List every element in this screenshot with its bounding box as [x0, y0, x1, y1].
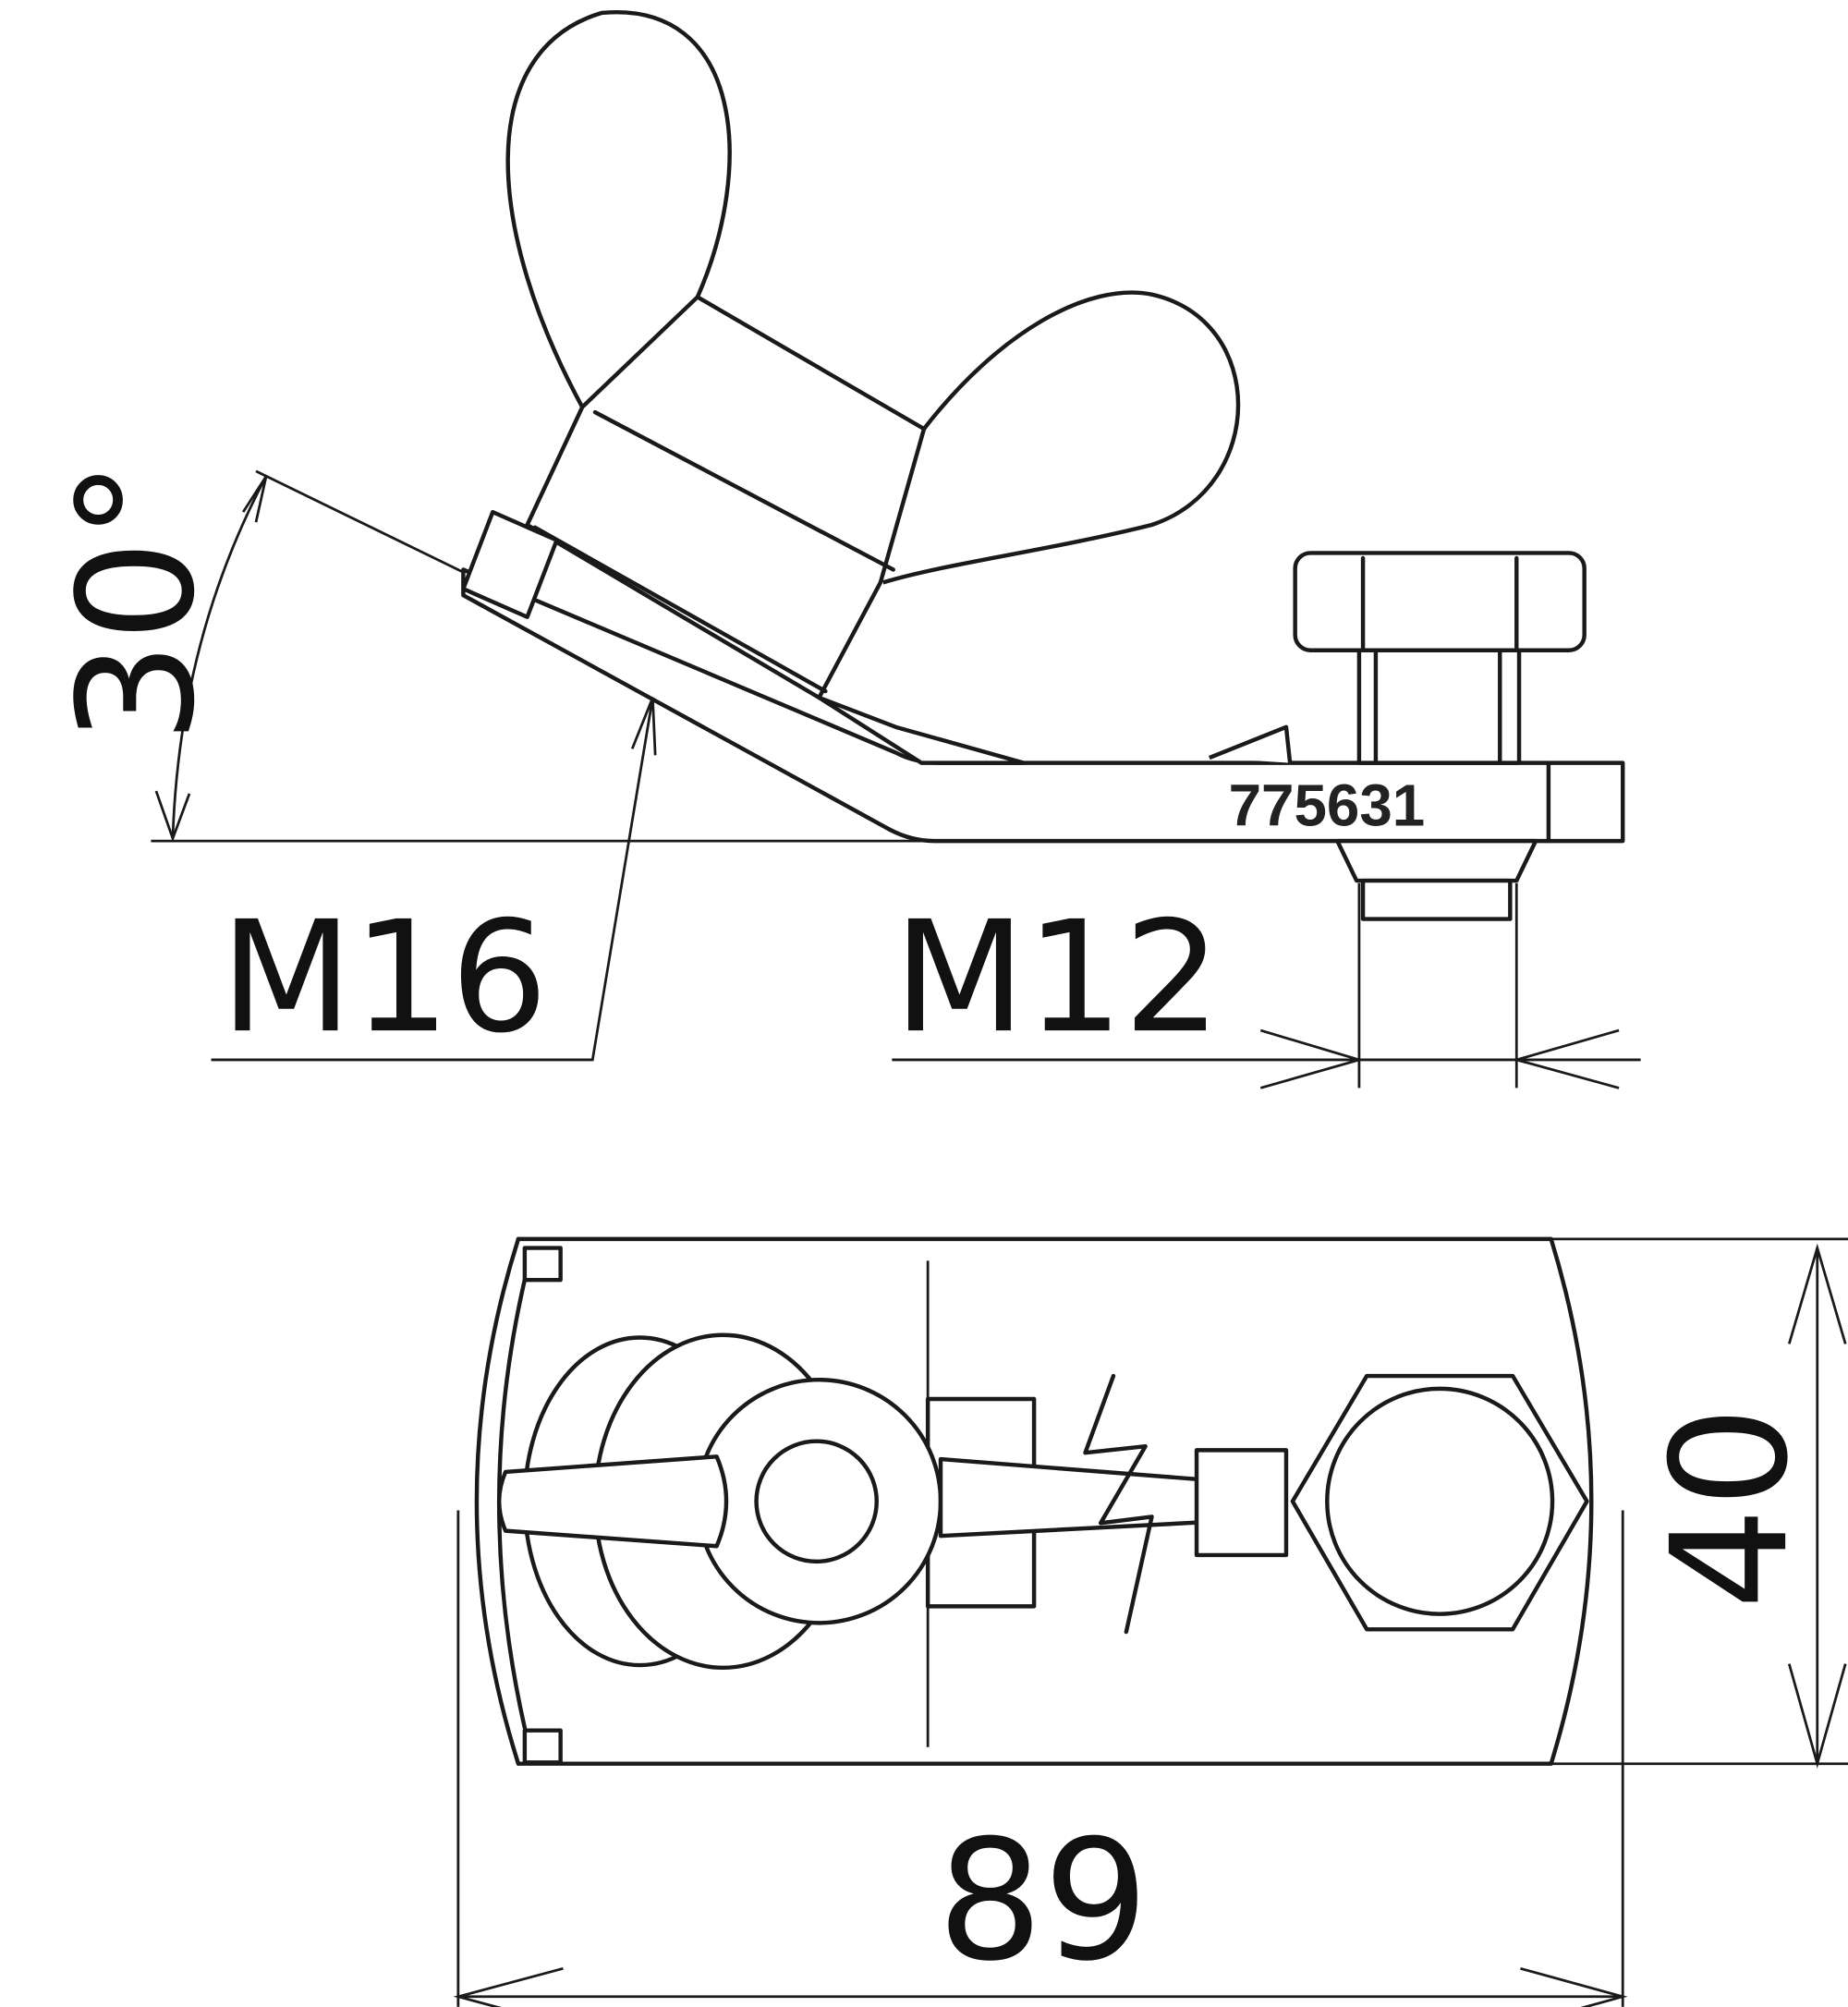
- plate-outline: [516, 1236, 1594, 1766]
- wing-left: [505, 10, 732, 408]
- side-view: 30° 775631 M16 M12: [43, 10, 1641, 1089]
- bolt-shaft: [1356, 648, 1522, 765]
- plate-outer-arc: [474, 1236, 521, 1766]
- small-block: [1194, 1448, 1289, 1558]
- bolt-hole: [754, 1439, 879, 1564]
- hex-head-top: [1290, 1373, 1589, 1632]
- wing-nut-body: [525, 295, 927, 700]
- m16-leader-line: [211, 697, 654, 1062]
- wing-nut-collar-line: [592, 409, 895, 572]
- width-arrows: [453, 1966, 1628, 2007]
- wing-left-top: [497, 1454, 729, 1549]
- wing-right: [882, 290, 1241, 585]
- break-symbol: [1083, 1373, 1154, 1635]
- hex-bolt-head: [1293, 551, 1587, 652]
- angle-arc: [171, 475, 268, 839]
- m16-arrow: [630, 697, 657, 756]
- bolt-end: [1360, 878, 1513, 921]
- washer-line: [532, 525, 828, 694]
- width-dimension: 89: [937, 1805, 1149, 1998]
- m12-arrows: [1259, 1028, 1620, 1089]
- angle-extension-line: [255, 469, 464, 574]
- part-number: 775631: [1229, 772, 1426, 838]
- thread-label-m16: M16: [220, 889, 548, 1067]
- top-view: 40 89: [453, 1236, 1848, 2007]
- plate-lip: [817, 695, 1027, 765]
- height-dimension: 40: [1636, 1406, 1823, 1610]
- height-arrows: [1787, 1243, 1847, 1769]
- thread-label-m12: M12: [894, 889, 1222, 1067]
- bolt-nut: [1335, 838, 1538, 883]
- clamp-plate: [461, 567, 1625, 844]
- plate-tab: [1209, 724, 1293, 763]
- angle-label: 30°: [43, 460, 230, 744]
- angle-arrows: [154, 475, 268, 843]
- washer: [461, 509, 559, 619]
- hex-inner-circle: [1325, 1386, 1555, 1616]
